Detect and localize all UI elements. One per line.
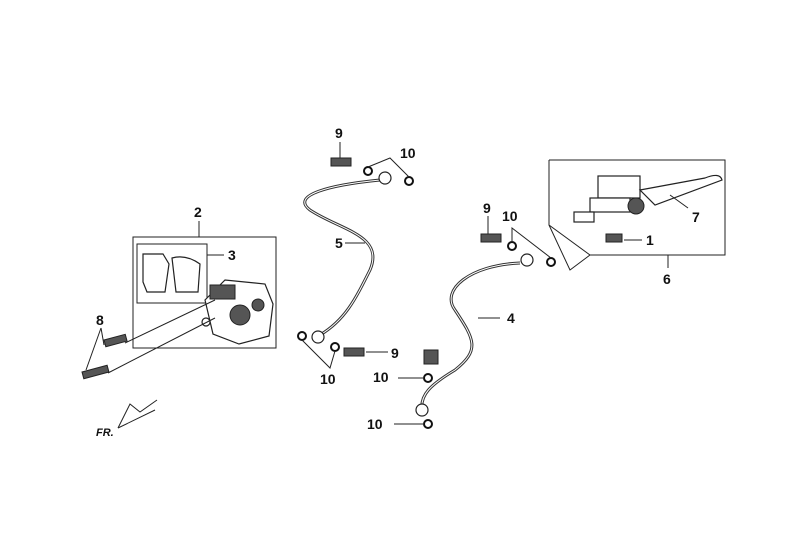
master-cylinder-box xyxy=(548,159,726,256)
callout-9a: 9 xyxy=(335,125,343,141)
callout-9b: 9 xyxy=(483,200,491,216)
callout-4: 4 xyxy=(507,310,515,326)
callout-2: 2 xyxy=(194,204,202,220)
callout-3: 3 xyxy=(228,247,236,263)
banjo-bolt xyxy=(343,347,365,357)
brake-pad-plate xyxy=(142,253,170,293)
banjo-bolt xyxy=(423,349,439,365)
callout-9c: 9 xyxy=(391,345,399,361)
callout-1: 1 xyxy=(646,232,654,248)
callout-8: 8 xyxy=(96,312,104,328)
pad-box xyxy=(136,243,208,304)
callout-6: 6 xyxy=(663,271,671,287)
callout-5: 5 xyxy=(335,235,343,251)
banjo-bolt xyxy=(480,233,502,243)
callout-10d: 10 xyxy=(373,369,389,385)
front-direction-marker: FR. xyxy=(96,399,158,439)
banjo-bolt xyxy=(330,157,352,167)
callout-10b: 10 xyxy=(502,208,518,224)
master-cylinder xyxy=(573,174,723,243)
brake-switch xyxy=(605,233,623,243)
caliper-bolts xyxy=(81,299,216,380)
washer xyxy=(404,176,414,186)
brake-lever xyxy=(638,174,723,206)
brake-pad xyxy=(171,256,201,293)
washer xyxy=(363,166,373,176)
callout-10c: 10 xyxy=(320,371,336,387)
brake-hose-5 xyxy=(303,171,392,344)
caliper-assembly-box xyxy=(132,236,277,349)
brake-caliper xyxy=(201,279,274,345)
callout-10a: 10 xyxy=(400,145,416,161)
svg-text:FR.: FR. xyxy=(96,427,114,439)
callout-10e: 10 xyxy=(367,416,383,432)
callout-7: 7 xyxy=(692,209,700,225)
brake-hose-4 xyxy=(415,253,534,417)
